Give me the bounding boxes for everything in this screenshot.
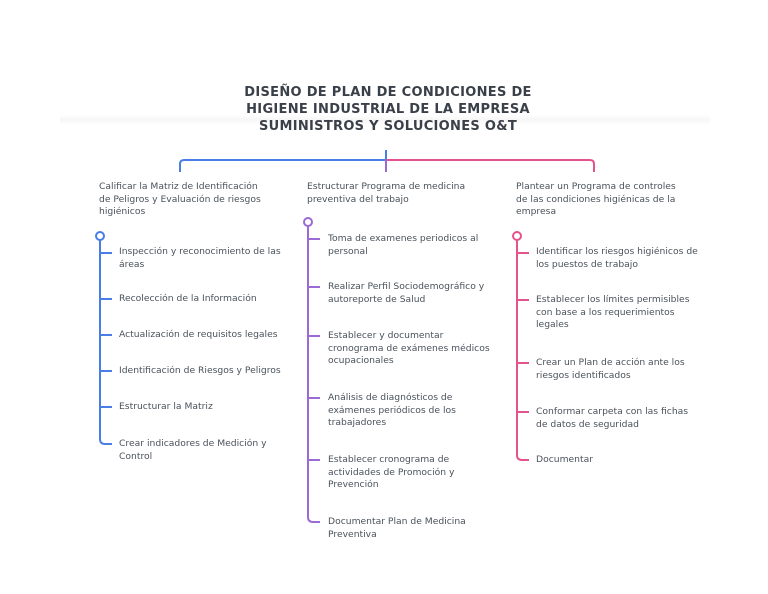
branch-heading-line: empresa: [516, 206, 557, 217]
branch-3-item-5[interactable]: Documentar: [536, 454, 593, 467]
branch-3-item-connector: [516, 454, 529, 461]
item-line: áreas: [119, 258, 145, 270]
branch-heading-line: preventiva del trabajo: [307, 193, 409, 205]
branch-heading-line: Plantear un Programa de controles: [516, 181, 676, 192]
item-line: Identificar los riesgos higiénicos de: [536, 246, 698, 257]
item-line: trabajadores: [328, 417, 387, 429]
branch-3-item-2[interactable]: Establecer los límites permisibles con b…: [536, 294, 689, 332]
branch-heading-line: higiénicos: [99, 206, 146, 217]
branch-3-item-1[interactable]: Identificar los riesgos higiénicos de lo…: [536, 246, 698, 271]
branch-heading-1[interactable]: Calificar la Matriz de Identificación de…: [99, 181, 261, 219]
branch-1-item-2[interactable]: Recolección de la Información: [119, 293, 257, 306]
branch-heading-3[interactable]: Plantear un Programa de controles de las…: [516, 181, 676, 219]
item-line: Conformar carpeta con las fichas: [536, 406, 689, 417]
branch-heading-line: Estructurar Programa de medicina: [307, 181, 466, 192]
branch-2-item-4[interactable]: Análisis de diagnósticos de exámenes per…: [328, 392, 456, 430]
branch-1-node-icon: [95, 231, 105, 241]
branch-3-node-icon: [512, 231, 522, 241]
background-band: [60, 115, 710, 125]
item-line: Establecer los límites permisibles: [536, 294, 690, 305]
branch-1-item-4[interactable]: Identificación de Riesgos y Peligros: [119, 365, 281, 378]
item-line: Realizar Perfil Sociodemográfico y: [328, 281, 485, 292]
item-line: Crear indicadores de Medición y: [119, 438, 267, 449]
branch-1-item-connector: [99, 438, 112, 445]
item-line: cronograma de exámenes médicos: [328, 342, 490, 354]
item-line: legales: [536, 319, 569, 331]
item-line: Preventiva: [328, 528, 377, 540]
branch-1-item-5[interactable]: Estructurar la Matriz: [119, 401, 213, 414]
item-line: Prevención: [328, 479, 379, 491]
branch-1-item-3[interactable]: Actualización de requisitos legales: [119, 329, 278, 342]
title-line: DISEÑO DE PLAN DE CONDICIONES DE: [244, 85, 532, 100]
item-line: Documentar: [536, 454, 594, 465]
item-line: Establecer cronograma de: [328, 454, 450, 465]
item-line: de datos de seguridad: [536, 418, 639, 430]
item-line: Actualización de requisitos legales: [119, 329, 278, 340]
item-line: Estructurar la Matriz: [119, 401, 213, 412]
title-line: HIGIENE INDUSTRIAL DE LA EMPRESA: [246, 102, 530, 117]
item-line: Documentar Plan de Medicina: [328, 516, 466, 527]
item-line: actividades de Promoción y: [328, 466, 455, 478]
branch-2-item-1[interactable]: Toma de examenes periodicos al personal: [328, 233, 478, 258]
item-line: riesgos identificados: [536, 369, 631, 381]
branch-3-item-4[interactable]: Conformar carpeta con las fichas de dato…: [536, 406, 688, 431]
branch-2-item-6[interactable]: Documentar Plan de Medicina Preventiva: [328, 516, 466, 541]
item-line: Recolección de la Información: [119, 293, 257, 304]
item-line: ocupacionales: [328, 355, 394, 367]
branch-2-item-connector: [307, 516, 320, 523]
connector-root-branch-3: [386, 159, 595, 172]
item-line: Crear un Plan de acción ante los: [536, 357, 685, 368]
branch-2-item-3[interactable]: Establecer y documentar cronograma de ex…: [328, 330, 490, 368]
branch-heading-line: de las condiciones higiénicas de la: [516, 193, 676, 205]
branch-heading-line: de Peligros y Evaluación de riesgos: [99, 193, 261, 205]
connector-root-branch-1: [179, 150, 387, 172]
item-line: personal: [328, 245, 368, 257]
item-line: Control: [119, 450, 153, 462]
branch-2-item-2[interactable]: Realizar Perfil Sociodemográfico y autor…: [328, 281, 484, 306]
item-line: los puestos de trabajo: [536, 258, 638, 270]
item-line: Inspección y reconocimiento de las: [119, 246, 281, 257]
branch-heading-line: Calificar la Matriz de Identificación: [99, 181, 258, 192]
diagram-title: DISEÑO DE PLAN DE CONDICIONES DE HIGIENE…: [180, 84, 596, 135]
branch-1-item-1[interactable]: Inspección y reconocimiento de las áreas: [119, 246, 281, 271]
branch-1-item-6[interactable]: Crear indicadores de Medición y Control: [119, 438, 267, 463]
title-line: SUMINISTROS Y SOLUCIONES O&T: [258, 119, 518, 134]
item-line: autoreporte de Salud: [328, 293, 426, 305]
item-line: exámenes periódicos de los: [328, 404, 456, 416]
branch-2-item-5[interactable]: Establecer cronograma de actividades de …: [328, 454, 454, 492]
branch-2-node-icon: [303, 217, 313, 227]
item-line: con base a los requerimientos: [536, 306, 675, 318]
item-line: Toma de examenes periodicos al: [328, 233, 479, 244]
item-line: Identificación de Riesgos y Peligros: [119, 365, 281, 376]
item-line: Análisis de diagnósticos de: [328, 392, 453, 403]
item-line: Establecer y documentar: [328, 330, 444, 341]
branch-3-item-3[interactable]: Crear un Plan de acción ante los riesgos…: [536, 357, 685, 382]
branch-heading-2[interactable]: Estructurar Programa de medicina prevent…: [307, 181, 465, 206]
